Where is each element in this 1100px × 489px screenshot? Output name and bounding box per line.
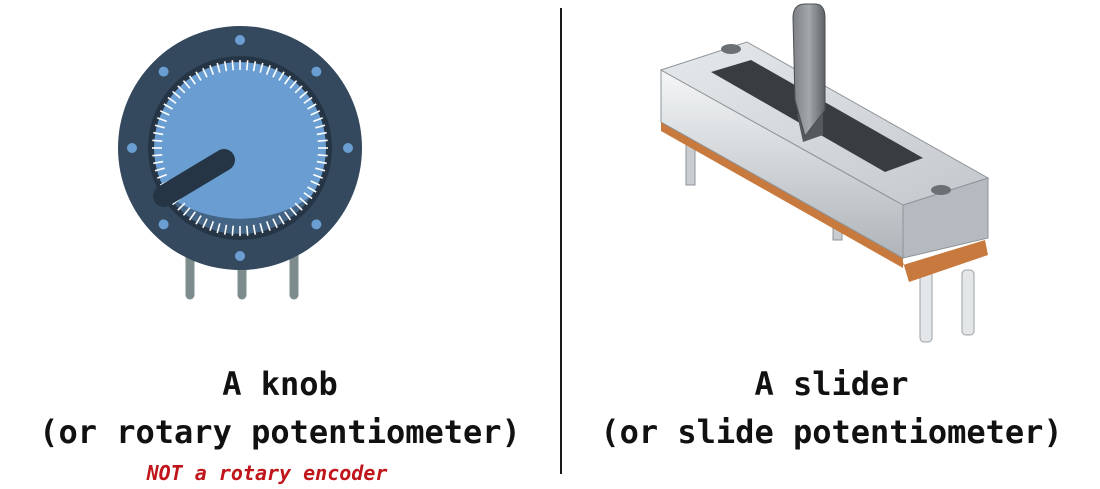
knob-tick [317,154,328,157]
knob-tick [289,80,298,89]
knob-ring-dot [235,251,245,261]
knob-ring-dot [235,35,245,45]
knob-tick [231,225,234,236]
knob-tick [284,75,292,85]
knob-tick [294,85,303,94]
knob-tick [259,223,264,234]
knob-title: A knob [222,365,338,403]
knob-tick [157,117,167,123]
knob-tick [177,202,186,211]
knob-tick [209,221,215,231]
slider-pin-left [919,269,933,343]
knob-tick [313,117,323,123]
knob-tick [209,65,215,75]
knob-tick [202,67,208,78]
knob-tick [153,160,164,165]
knob-tick [259,62,264,73]
knob-tick [303,96,313,104]
knob-tick [246,60,249,71]
knob-tick [154,167,165,172]
knob-tick [289,207,298,216]
knob-tick [265,65,271,75]
knob-tick [195,71,202,81]
slider-subtitle: (or slide potentiometer) [600,413,1063,451]
knob-tick [152,139,163,142]
section-divider [560,8,562,474]
knob-ring-dot [311,66,322,77]
knob-tick [154,124,165,129]
knob-tick [307,103,317,110]
knob-tick [272,218,278,229]
knob-ring-dot [311,219,322,230]
knob-tick [303,192,313,200]
knob-tick [252,61,257,72]
knob-tick [313,173,323,179]
knob-ring-dot [158,219,169,230]
knob-panel: A knob (or rotary potentiometer) NOT a r… [39,26,521,485]
knob-tick [294,202,303,211]
knob-tick [272,67,278,78]
knob-tick [195,215,202,225]
knob-tick [265,221,271,231]
knob-tick [188,75,196,85]
knob-note: NOT a rotary encoder [146,461,388,485]
rotary-potentiometer-icon [118,26,362,300]
knob-subtitle: (or rotary potentiometer) [39,413,521,451]
knob-tick [310,180,321,186]
knob-tick [177,85,186,94]
knob-tick [167,96,177,104]
knob-ring-dot [343,143,353,153]
knob-tick [182,80,191,89]
knob-face [154,62,326,234]
knob-tick [182,207,191,216]
knob-tick [299,197,308,206]
knob-tick [188,211,196,221]
knob-tick [153,131,164,136]
knob-pointer [153,149,235,207]
knob-tick [278,71,285,81]
slider-mount-hole-right [931,185,951,195]
knob-tick [172,90,181,99]
knob-tick [163,103,173,110]
knob-tick [284,211,292,221]
knob-tick [246,225,249,236]
knob-tick [317,139,328,142]
slider-mount-hole-left [721,44,741,54]
knob-tick [202,218,208,229]
knob-tick [152,154,163,157]
knob-ring-dot [127,143,137,153]
slider-panel: A slider (or slide potentiometer) [563,0,1100,489]
slider-title: A slider [754,365,909,403]
knob-tick [307,186,317,193]
knob-ring-dots [127,35,353,261]
knob-tick [278,215,285,225]
knob-tick [299,90,308,99]
knob-tick [223,61,228,72]
slide-potentiometer-icon [659,3,990,343]
slider-knob [792,3,826,138]
knob-tick [159,110,170,116]
knob-tick [315,167,326,172]
knob-tick [216,223,221,234]
knob-tick [252,224,257,235]
knob-tick [223,224,228,235]
knob-tick [316,160,327,165]
slider-pin-right [961,269,975,336]
knob-tick [316,131,327,136]
knob-tick [310,110,321,116]
knob-ring-dot [158,66,169,77]
knob-tick [216,62,221,73]
knob-tick [315,124,326,129]
knob-tick [157,173,167,179]
knob-tick [231,60,234,71]
